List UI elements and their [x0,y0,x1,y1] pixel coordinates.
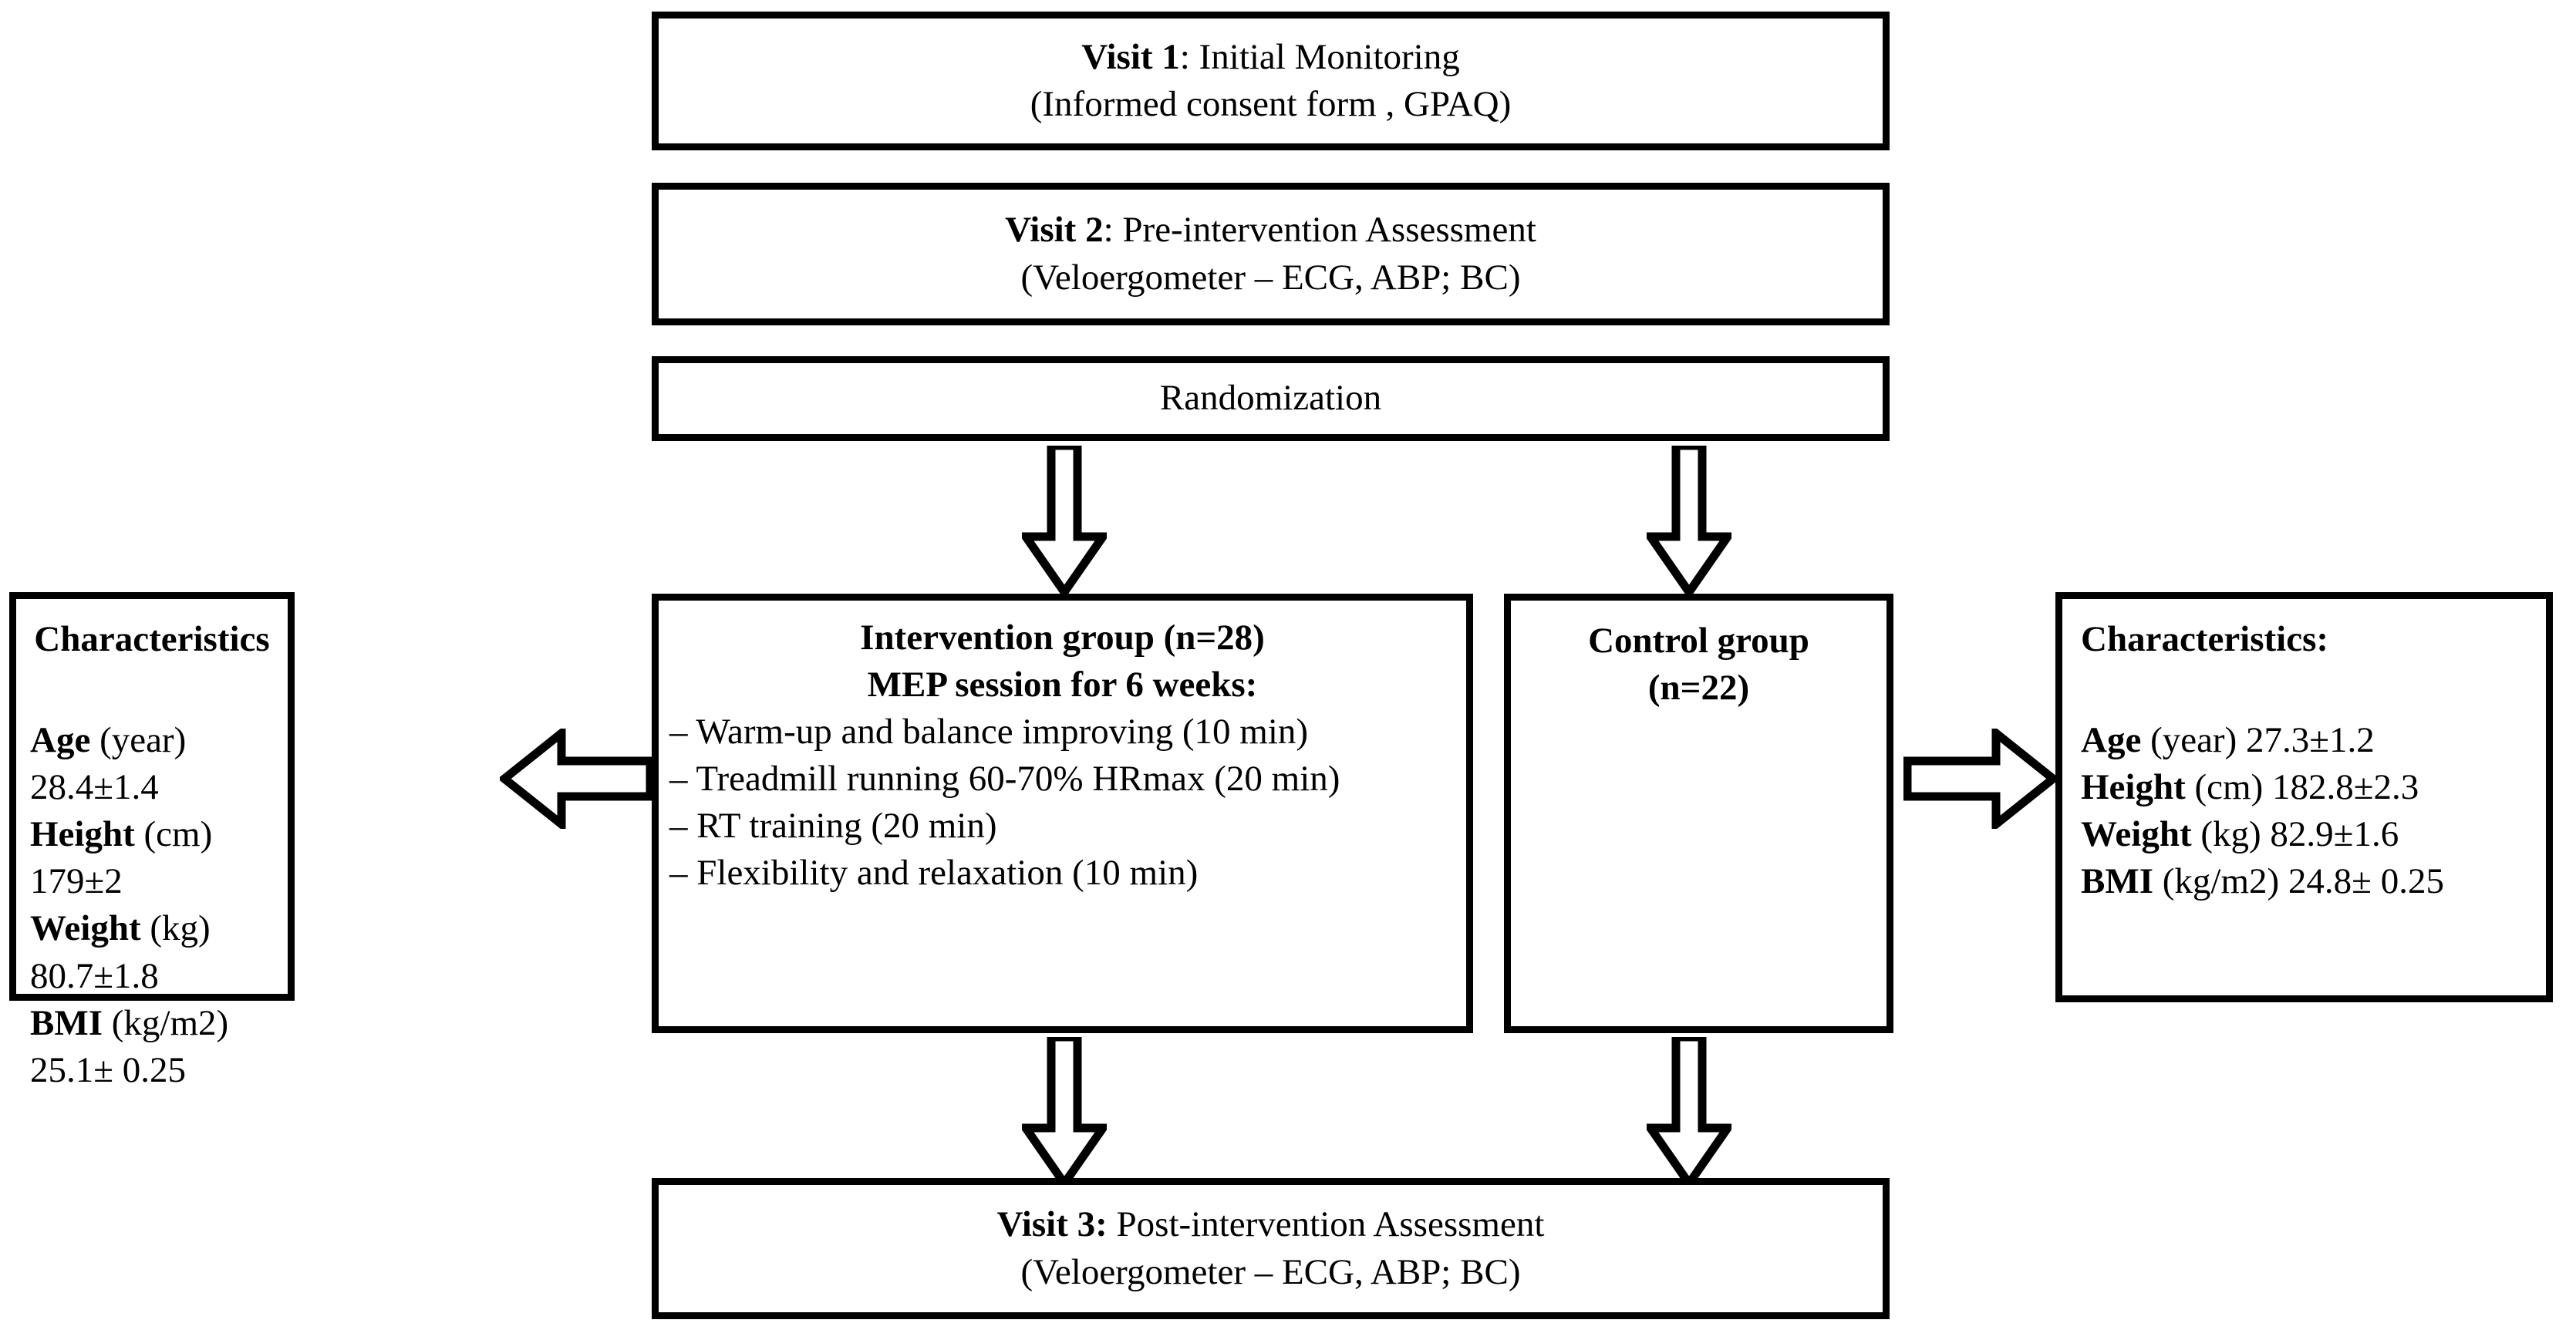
characteristics-left-row: Age (year) 28.4±1.4 [30,717,274,811]
characteristics-left-row-value: (cm) 179±2 [30,814,213,902]
characteristics-left-row-label: Weight [30,908,141,949]
characteristics-right-row-value: (year) 27.3±1.2 [2141,720,2375,761]
characteristics-left-row: BMI (kg/m2) 25.1± 0.25 [30,1000,274,1094]
control-group-line-1: Control group [1588,621,1809,661]
characteristics-left-row: Weight (kg) 80.7±1.8 [30,905,274,999]
control-group-box: Control group (n=22) [1504,594,1893,1033]
visit-2-line-1: Visit 2: Pre-intervention Assessment [659,207,1883,254]
characteristics-right-row: BMI (kg/m2) 24.8± 0.25 [2081,858,2532,905]
arrow-intervention-to-visit-3 [1022,1037,1107,1187]
characteristics-left-row-label: Age [30,720,91,761]
characteristics-left-heading: Characteristics [34,619,270,659]
characteristics-right-box: Characteristics: Age (year) 27.3±1.2 Hei… [2055,592,2553,1002]
intervention-heading-2: MEP session for 6 weeks: [867,665,1258,705]
intervention-item: – Flexibility and relaxation (10 min) [669,853,1199,894]
visit-1-title: : Initial Monitoring [1179,36,1460,77]
arrow-intervention-to-characteristics-left [500,729,654,829]
characteristics-left-row-label: BMI [30,1002,103,1043]
intervention-heading-1: Intervention group (n=28) [860,618,1265,658]
characteristics-right-heading: Characteristics: [2081,619,2329,659]
visit-3-box: Visit 3: Post-intervention Assessment (V… [652,1178,1890,1319]
characteristics-right-row-value: (kg) 82.9±1.6 [2191,814,2399,855]
characteristics-right-row: Weight (kg) 82.9±1.6 [2081,811,2532,858]
visit-1-label: Visit 1 [1081,36,1180,77]
characteristics-left-row-value: (kg/m2) 25.1± 0.25 [30,1002,229,1090]
characteristics-right-row-value: (kg/m2) 24.8± 0.25 [2153,861,2444,902]
characteristics-left-row-value: (year) 28.4±1.4 [30,720,187,808]
visit-3-title: Post-intervention Assessment [1107,1204,1545,1245]
visit-2-line-2: (Veloergometer – ECG, ABP; BC) [1020,257,1521,298]
arrow-randomization-to-control [1647,446,1731,596]
characteristics-left-row: Height (cm) 179±2 [30,811,274,905]
characteristics-right-row-label: Age [2081,720,2142,761]
visit-2-title: : Pre-intervention Assessment [1103,210,1536,251]
visit-1-line-1: Visit 1: Initial Monitoring [659,34,1883,81]
characteristics-right-row: Age (year) 27.3±1.2 [2081,717,2532,764]
visit-1-line-2: (Informed consent form , GPAQ) [1030,84,1512,124]
visit-3-line-1: Visit 3: Post-intervention Assessment [659,1201,1883,1248]
intervention-group-box: Intervention group (n=28) MEP session fo… [652,594,1473,1033]
characteristics-left-row-value: (kg) 80.7±1.8 [30,908,211,996]
intervention-item: – Treadmill running 60-70% HRmax (20 min… [669,759,1340,800]
randomization-label: Randomization [1159,378,1382,419]
characteristics-right-row-label: BMI [2081,861,2153,902]
characteristics-right-row-label: Weight [2081,814,2192,855]
visit-2-label: Visit 2 [1005,210,1104,251]
control-group-line-2: (n=22) [1647,668,1750,709]
characteristics-right-row-label: Height [2081,767,2186,808]
arrow-randomization-to-intervention [1022,446,1107,596]
characteristics-left-box: Characteristics Age (year) 28.4±1.4 Heig… [9,592,295,1090]
randomization-box: Randomization [652,356,1890,441]
intervention-item: – RT training (20 min) [669,806,997,847]
visit-3-line-2: (Veloergometer – ECG, ABP; BC) [1020,1251,1521,1292]
arrow-control-to-characteristics-right [1903,729,2058,829]
characteristics-right-row-value: (cm) 182.8±2.3 [2185,767,2419,808]
arrow-control-to-visit-3 [1647,1037,1731,1187]
characteristics-right-row: Height (cm) 182.8±2.3 [2081,764,2532,811]
characteristics-left-row-label: Height [30,814,135,855]
visit-3-label: Visit 3: [996,1204,1108,1245]
visit-2-box: Visit 2: Pre-intervention Assessment (Ve… [652,183,1890,325]
intervention-item: – Warm-up and balance improving (10 min) [669,712,1309,752]
visit-1-box: Visit 1: Initial Monitoring (Informed co… [652,12,1890,150]
